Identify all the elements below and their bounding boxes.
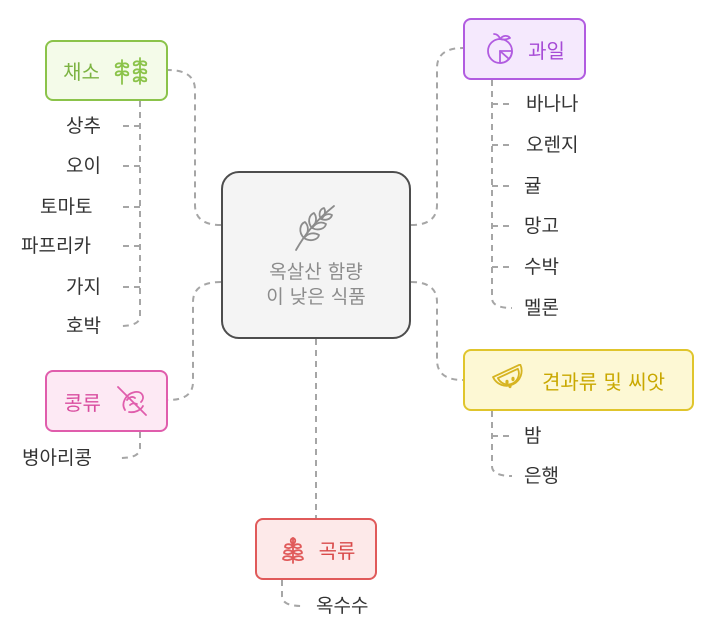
category-grains: 곡류 bbox=[255, 518, 377, 580]
category-legumes-label: 콩류 bbox=[64, 390, 101, 415]
fruit-item: 망고 bbox=[524, 215, 559, 237]
vegetable-item: 토마토 bbox=[40, 196, 93, 218]
grain-icon bbox=[281, 537, 304, 564]
center-title-line1: 옥살산 함량 bbox=[269, 261, 363, 283]
vegetable-item: 호박 bbox=[66, 315, 101, 337]
category-grains-label: 곡류 bbox=[318, 538, 356, 563]
vegetable-item: 파프리카 bbox=[21, 235, 91, 257]
category-vegetables: 채소 bbox=[45, 40, 168, 101]
edge-legumes-trunk bbox=[119, 432, 141, 459]
vegetable-item: 가지 bbox=[66, 276, 101, 298]
edge-center-vegetables bbox=[167, 69, 222, 226]
wheat-icon bbox=[295, 205, 335, 251]
no-bean-icon bbox=[117, 386, 147, 416]
grain-item: 옥수수 bbox=[316, 595, 369, 617]
center-title-line2: 이 낮은 식품 bbox=[266, 286, 366, 308]
fruit-item: 바나나 bbox=[526, 93, 579, 115]
edge-nuts-trunk bbox=[491, 411, 513, 477]
edge-center-fruits bbox=[410, 47, 464, 226]
category-fruits: 과일 bbox=[463, 18, 586, 80]
category-fruits-label: 과일 bbox=[528, 38, 565, 63]
fruit-item: 오렌지 bbox=[526, 134, 579, 156]
category-nuts-seeds-label: 견과류 및 씨앗 bbox=[541, 369, 666, 394]
fruit-item: 수박 bbox=[524, 256, 559, 278]
category-legumes: 콩류 bbox=[45, 370, 168, 432]
edge-grains-trunk bbox=[281, 580, 303, 607]
fruit-item: 귤 bbox=[524, 175, 542, 197]
category-vegetables-label: 채소 bbox=[63, 60, 100, 84]
vegetable-item: 상추 bbox=[66, 115, 101, 137]
nut-item: 밤 bbox=[524, 425, 542, 447]
watermelon-icon bbox=[492, 364, 523, 389]
center-node: 옥살산 함량 이 낮은 식품 bbox=[221, 171, 411, 339]
nut-item: 은행 bbox=[524, 465, 559, 487]
sprout-icon bbox=[114, 56, 148, 85]
fruit-item: 멜론 bbox=[524, 297, 559, 319]
legume-item: 병아리콩 bbox=[22, 447, 92, 469]
vegetable-item: 오이 bbox=[66, 155, 101, 177]
edge-center-nuts bbox=[410, 281, 464, 381]
edge-center-legumes bbox=[167, 281, 222, 401]
edge-fruits-trunk bbox=[491, 80, 513, 309]
edge-vegetables-trunk bbox=[119, 101, 141, 327]
citrus-icon bbox=[487, 33, 513, 64]
category-nuts-seeds: 견과류 및 씨앗 bbox=[463, 349, 694, 411]
